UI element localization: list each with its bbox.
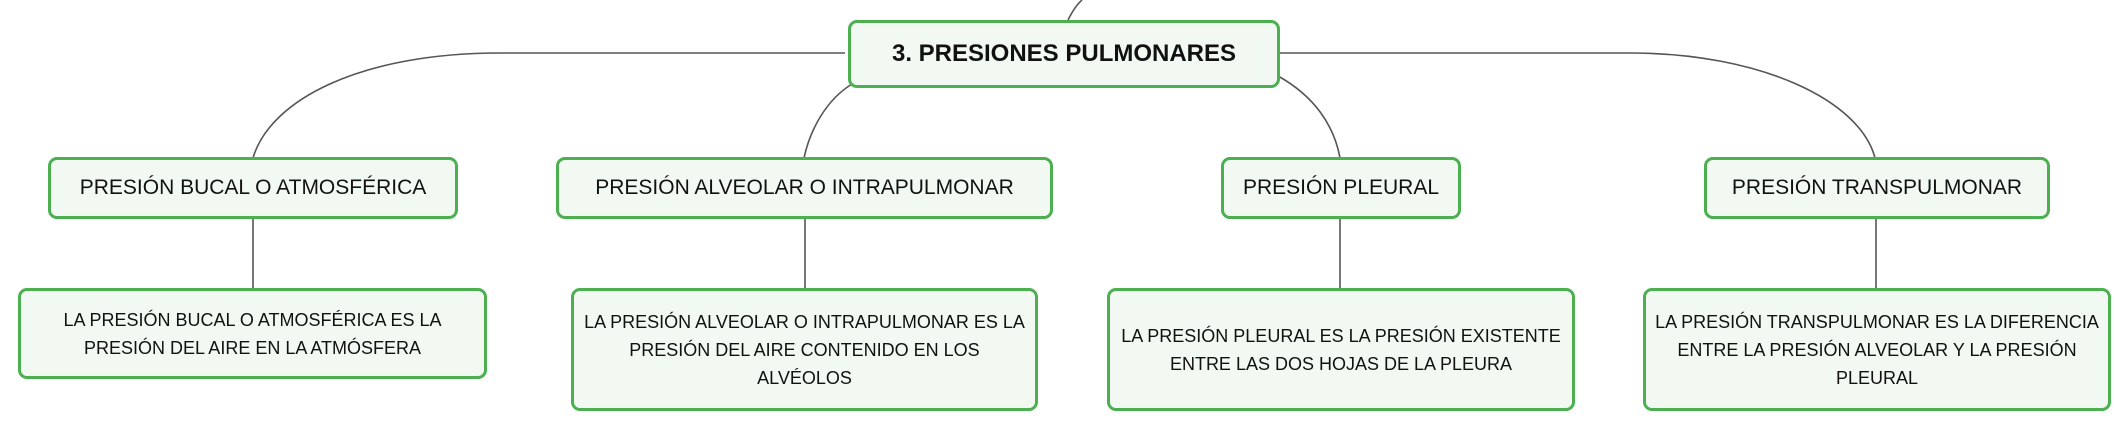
topic-label: PRESIÓN TRANSPULMONAR — [1731, 176, 2023, 199]
connector-root-branch-2 — [803, 83, 853, 159]
connector-root-branch-3 — [1277, 75, 1341, 159]
description-text: LA PRESIÓN TRANSPULMONAR ES LA DIFERENCI… — [1655, 311, 2099, 388]
connector-root-branch-4 — [1280, 52, 1876, 159]
connector-root-branch-1 — [252, 52, 845, 159]
description-node-presion-alveolar[interactable]: LA PRESIÓN ALVEOLAR O INTRAPULMONAR ES L… — [571, 288, 1038, 411]
description-node-presion-transpulmonar[interactable]: LA PRESIÓN TRANSPULMONAR ES LA DIFERENCI… — [1643, 288, 2111, 411]
root-node[interactable]: 3. PRESIONES PULMONARES — [848, 20, 1280, 88]
description-text: LA PRESIÓN BUCAL O ATMOSFÉRICA ES LA PRE… — [63, 309, 442, 358]
description-node-presion-pleural[interactable]: LA PRESIÓN PLEURAL ES LA PRESIÓN EXISTEN… — [1107, 288, 1575, 411]
connector-parent — [1067, 0, 1083, 21]
topic-node-presion-transpulmonar[interactable]: PRESIÓN TRANSPULMONAR — [1704, 157, 2050, 219]
topic-label: PRESIÓN BUCAL O ATMOSFÉRICA — [79, 176, 427, 199]
description-text: LA PRESIÓN ALVEOLAR O INTRAPULMONAR ES L… — [584, 311, 1025, 388]
description-text: LA PRESIÓN PLEURAL ES LA PRESIÓN EXISTEN… — [1121, 325, 1561, 374]
topic-node-presion-alveolar[interactable]: PRESIÓN ALVEOLAR O INTRAPULMONAR — [556, 157, 1053, 219]
topic-node-presion-pleural[interactable]: PRESIÓN PLEURAL — [1221, 157, 1461, 219]
topic-label: PRESIÓN ALVEOLAR O INTRAPULMONAR — [595, 176, 1014, 199]
topic-node-presion-bucal[interactable]: PRESIÓN BUCAL O ATMOSFÉRICA — [48, 157, 458, 219]
description-node-presion-bucal[interactable]: LA PRESIÓN BUCAL O ATMOSFÉRICA ES LA PRE… — [18, 288, 487, 379]
topic-label: PRESIÓN PLEURAL — [1242, 176, 1440, 199]
root-label: 3. PRESIONES PULMONARES — [891, 40, 1237, 67]
